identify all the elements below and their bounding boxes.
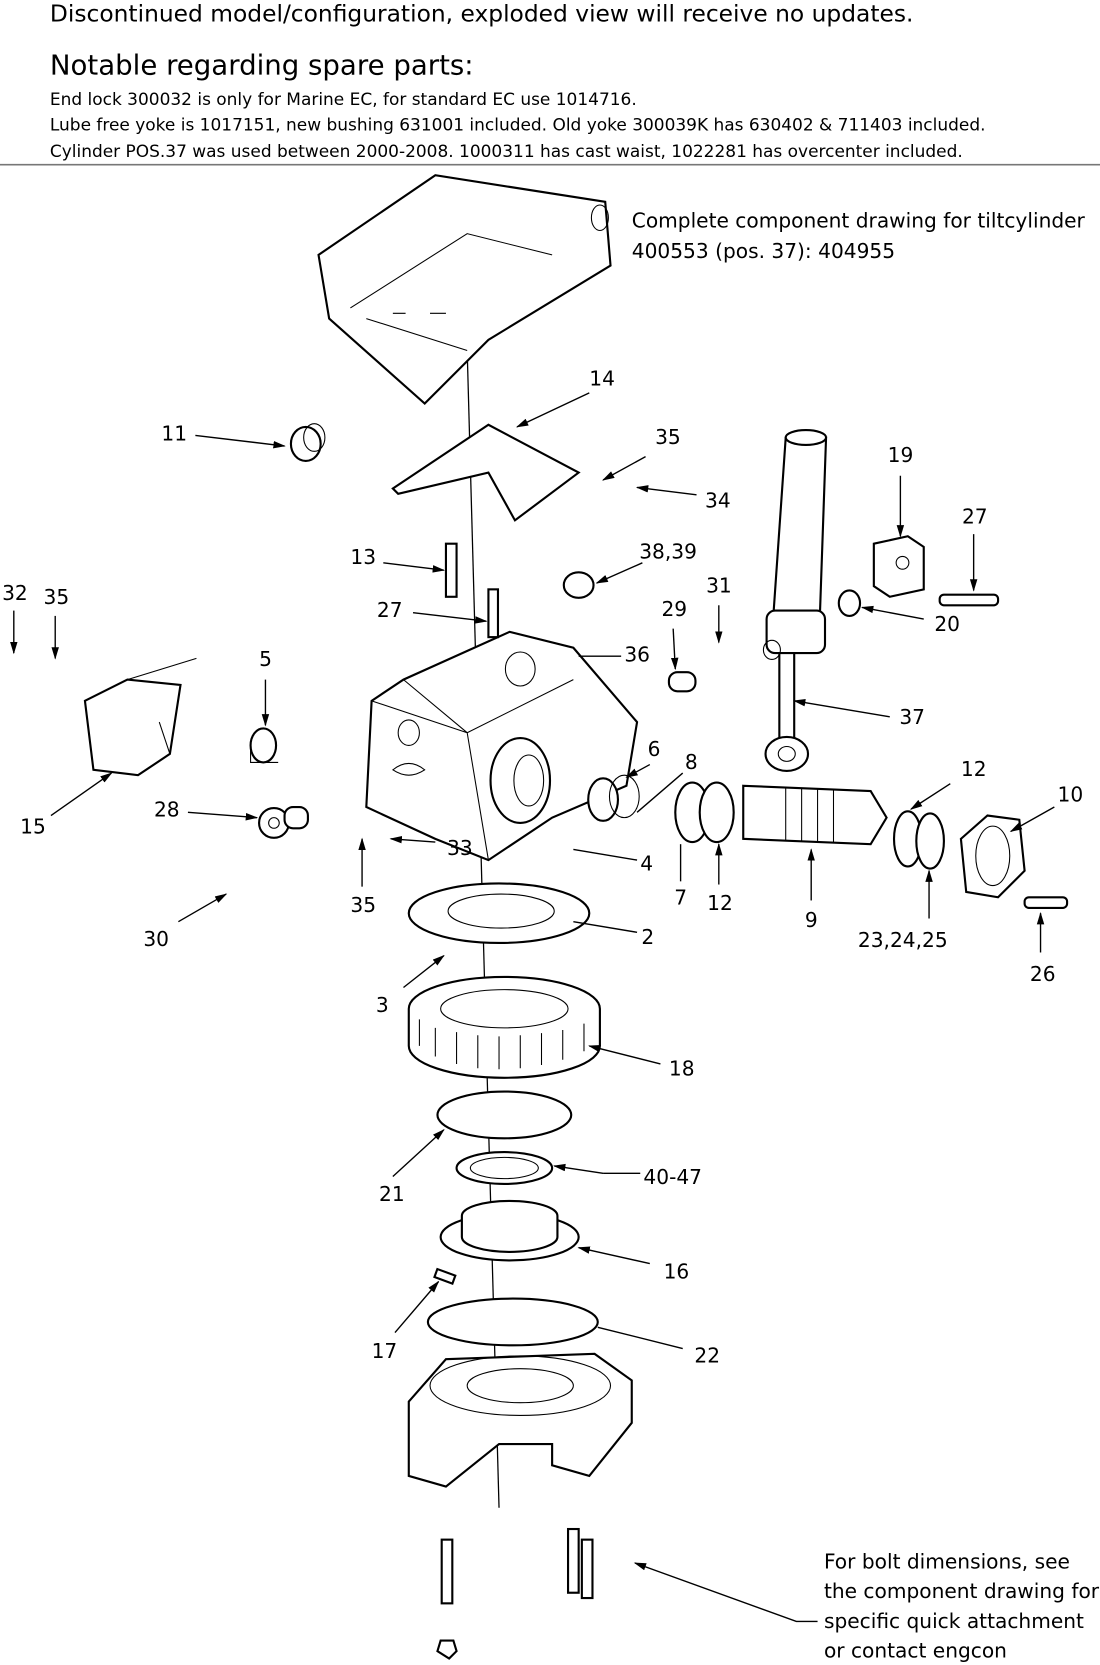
label-16: 16 xyxy=(664,1259,690,1283)
label-33: 33 xyxy=(447,836,473,860)
label-40-47: 40-47 xyxy=(643,1165,702,1189)
label-8: 8 xyxy=(685,750,698,774)
piston-9 xyxy=(674,781,945,870)
label-11: 11 xyxy=(161,422,187,446)
bushing-11 xyxy=(289,423,326,462)
label-23-24-25: 23,24,25 xyxy=(858,928,948,952)
label-19: 19 xyxy=(888,443,914,467)
label-35-left: 35 xyxy=(44,585,70,609)
label-3: 3 xyxy=(376,993,389,1017)
bolt-note-line3: specific quick attachment xyxy=(824,1609,1084,1633)
label-27-left: 27 xyxy=(377,598,403,622)
housing-part xyxy=(365,630,639,862)
label-10: 10 xyxy=(1058,783,1084,807)
label-20: 20 xyxy=(934,612,960,636)
spare-parts-heading: Notable regarding spare parts: xyxy=(50,48,474,81)
hub-16 xyxy=(439,1199,580,1262)
label-12-right: 12 xyxy=(961,757,987,781)
label-18: 18 xyxy=(669,1057,695,1081)
label-28: 28 xyxy=(154,798,180,822)
nipple-29 xyxy=(667,671,697,693)
tilt-cylinder-37 xyxy=(762,429,828,772)
label-6: 6 xyxy=(648,737,661,761)
label-21: 21 xyxy=(379,1182,405,1206)
label-34: 34 xyxy=(705,489,731,513)
note-end-lock: End lock 300032 is only for Marine EC, f… xyxy=(50,90,637,110)
block-19 xyxy=(872,535,925,598)
part-labels: 11 14 35 34 19 27 13 38,39 31 27 29 32 3… xyxy=(2,366,1083,1367)
label-35-bottom: 35 xyxy=(350,893,376,917)
label-15: 15 xyxy=(20,815,46,839)
bushing-5 xyxy=(249,727,279,764)
label-4: 4 xyxy=(640,852,653,876)
label-29: 29 xyxy=(661,597,687,621)
bolt-27 xyxy=(938,593,1000,607)
oring-22 xyxy=(426,1297,599,1347)
key-17 xyxy=(433,1267,457,1285)
washer-38-39 xyxy=(562,571,595,599)
lever-28 xyxy=(258,805,309,839)
component-note-line2: 400553 (pos. 37): 404955 xyxy=(632,239,895,263)
cover-plate-14 xyxy=(391,423,581,522)
bolt-note-line2: the component drawing for xyxy=(824,1579,1100,1603)
label-13: 13 xyxy=(350,545,376,569)
label-12-mid: 12 xyxy=(707,891,733,915)
label-36: 36 xyxy=(624,643,650,667)
gasket-2 xyxy=(407,882,591,944)
bolt-27b xyxy=(487,588,500,639)
note-cylinder: Cylinder POS.37 was used between 2000-20… xyxy=(50,142,963,162)
label-17: 17 xyxy=(372,1339,398,1363)
bolt-note-leader xyxy=(633,1562,818,1623)
label-37: 37 xyxy=(899,705,925,729)
end-cap-10 xyxy=(959,814,1026,899)
note-yoke: Lube free yoke is 1017151, new bushing 6… xyxy=(50,116,986,136)
bolts-bottom xyxy=(436,1527,594,1660)
bolt-note-line4: or contact engcon xyxy=(824,1638,1007,1662)
label-27-right: 27 xyxy=(962,505,988,529)
label-5: 5 xyxy=(259,647,272,671)
label-32: 32 xyxy=(2,581,28,605)
bolt-note-line1: For bolt dimensions, see xyxy=(824,1549,1070,1573)
label-2: 2 xyxy=(641,925,654,949)
label-30: 30 xyxy=(143,927,169,951)
label-9: 9 xyxy=(805,908,818,932)
label-14: 14 xyxy=(589,366,615,390)
bushing-6 xyxy=(587,774,640,822)
washer-20 xyxy=(837,589,862,617)
bolt-26 xyxy=(1023,896,1069,909)
component-note-line1: Complete component drawing for tiltcylin… xyxy=(632,208,1086,232)
base-rotator xyxy=(407,1352,633,1488)
label-22: 22 xyxy=(694,1343,720,1367)
bolt-13 xyxy=(444,542,458,598)
ring-gear-18 xyxy=(407,975,601,1079)
oring-21 xyxy=(436,1090,573,1140)
label-7: 7 xyxy=(674,886,687,910)
label-31: 31 xyxy=(706,574,732,598)
label-26: 26 xyxy=(1030,962,1056,986)
end-lock-15 xyxy=(83,657,197,777)
discontinued-notice: Discontinued model/configuration, explod… xyxy=(50,0,914,27)
label-35-top: 35 xyxy=(655,425,681,449)
yoke-part xyxy=(317,174,612,406)
leader-lines xyxy=(10,392,1055,1350)
label-38-39: 38,39 xyxy=(639,540,697,564)
bearing-40-47 xyxy=(455,1151,554,1186)
